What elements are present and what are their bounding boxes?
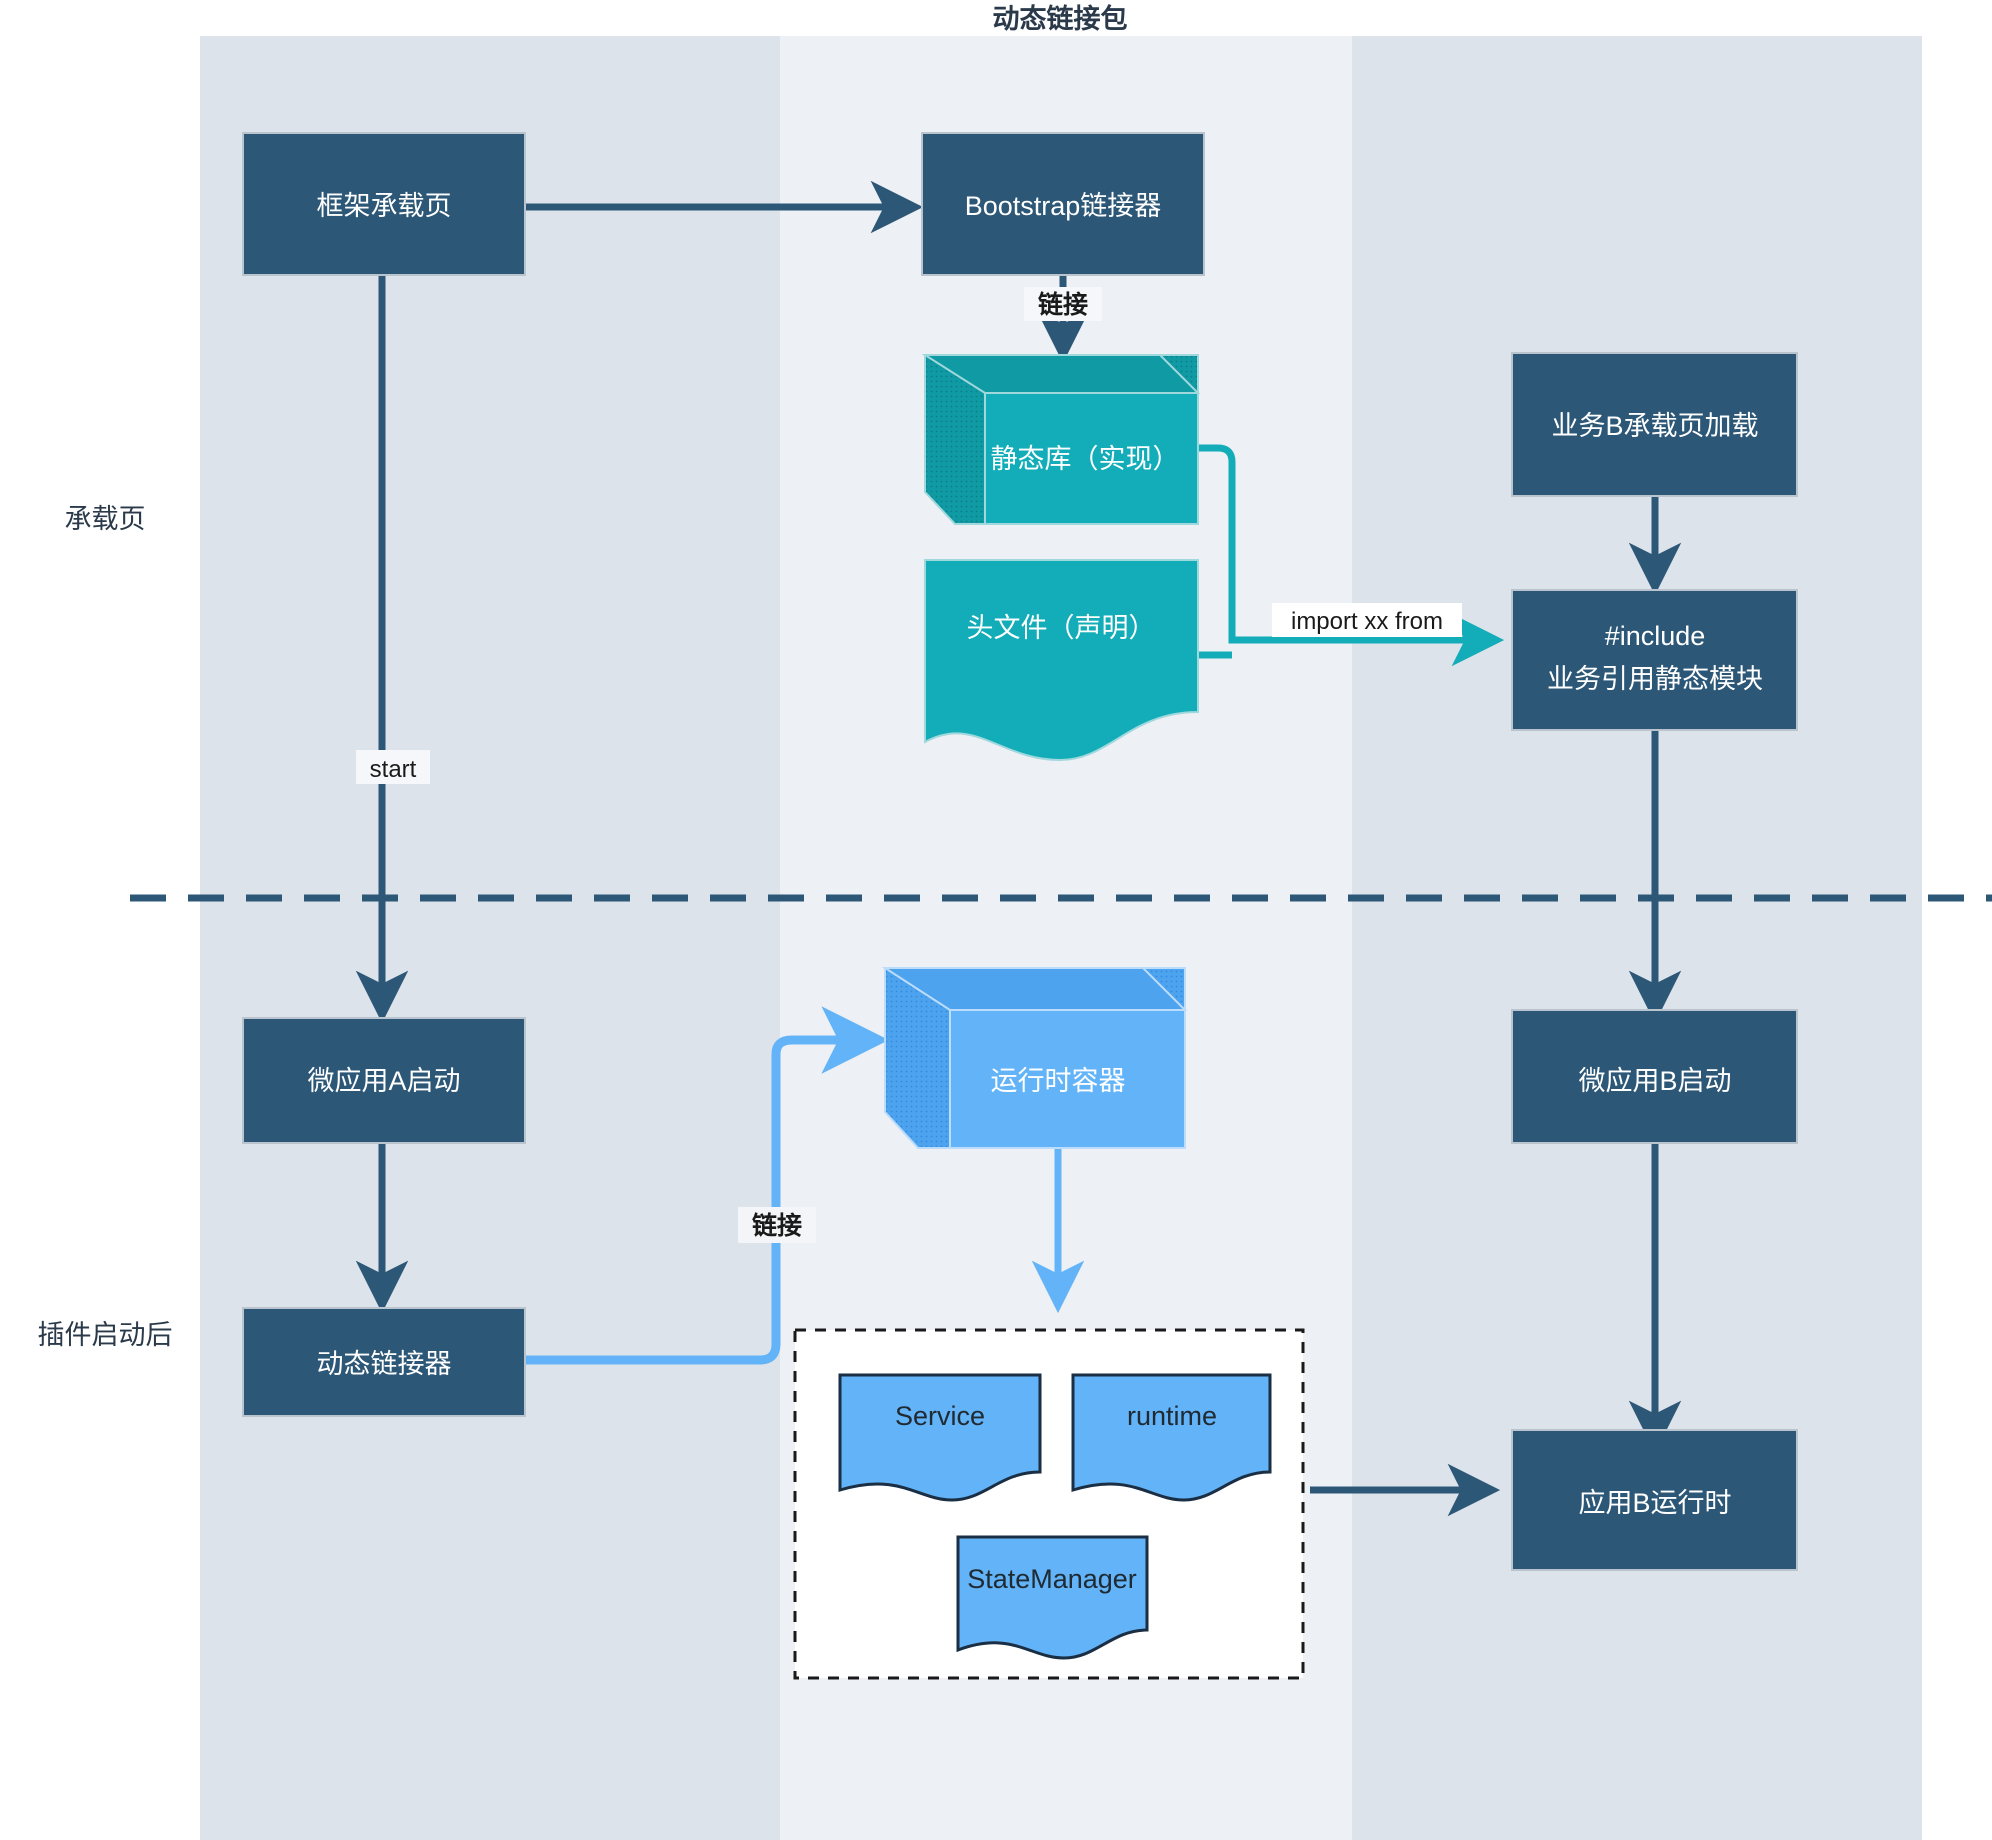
edge-label-import-from: import xx from [1272, 603, 1462, 637]
edge-label-link-top-text: 链接 [1038, 290, 1088, 319]
edge-label-import-from-text: import xx from [1291, 608, 1443, 635]
node-runtime-container-label: 运行时容器 [991, 1066, 1126, 1096]
diagram-title: 动态链接包 [993, 3, 1128, 34]
node-service-doc-shape[interactable] [838, 1373, 1042, 1502]
node-framework-host-page-box[interactable] [242, 132, 526, 276]
node-runtime-doc[interactable]: runtime [1071, 1373, 1272, 1502]
node-microapp-b-start[interactable]: 微应用B启动 [1511, 1009, 1798, 1144]
node-business-b-load[interactable]: 业务B承载页加载 [1511, 352, 1798, 497]
node-include-static[interactable]: #include 业务引用静态模块 [1511, 589, 1798, 731]
node-business-b-load-box[interactable] [1511, 352, 1798, 497]
node-bootstrap-linker[interactable]: Bootstrap链接器 [921, 132, 1205, 276]
edge-dynlinker-to-runtime-container [523, 1006, 889, 1365]
node-framework-host-page[interactable]: 框架承载页 [242, 132, 526, 276]
node-static-library-face[interactable] [984, 392, 1199, 525]
band-left [200, 36, 780, 1840]
edge-library-to-include [1198, 444, 1505, 667]
node-runtime-container[interactable]: 运行时容器 [881, 967, 1188, 1149]
node-business-b-load-label: 业务B承载页加载 [1551, 411, 1758, 441]
node-runtime-doc-shape[interactable] [1071, 1373, 1272, 1502]
node-include-static-label-line2: 业务引用静态模块 [1547, 664, 1763, 694]
node-microapp-b-start-label: 微应用B启动 [1578, 1066, 1731, 1096]
lane-label-top: 承载页 [65, 504, 146, 534]
node-app-b-runtime-label: 应用B运行时 [1578, 1488, 1731, 1518]
node-static-library-label: 静态库（实现） [991, 444, 1180, 474]
node-dynamic-linker-box[interactable] [242, 1307, 526, 1417]
node-static-library[interactable]: 静态库（实现） [921, 354, 1201, 525]
node-runtime-container-face[interactable] [949, 1009, 1186, 1149]
node-include-static-box[interactable] [1511, 589, 1798, 731]
node-statemanager-doc[interactable]: StateManager [956, 1535, 1149, 1660]
edge-label-start-text: start [370, 756, 417, 783]
node-header-file[interactable]: 头文件（声明） [924, 559, 1199, 762]
node-microapp-b-start-box[interactable] [1511, 1009, 1798, 1144]
node-app-b-runtime-box[interactable] [1511, 1429, 1798, 1571]
lane-label-bottom: 插件启动后 [38, 1320, 173, 1350]
node-microapp-a-start-label: 微应用A启动 [307, 1066, 460, 1096]
node-header-file-shape[interactable] [924, 559, 1199, 762]
edge-label-link-bottom: 链接 [738, 1207, 816, 1243]
node-framework-host-page-label: 框架承载页 [317, 191, 452, 221]
node-microapp-a-start-box[interactable] [242, 1017, 526, 1144]
node-include-static-label-line1: #include [1605, 621, 1706, 651]
edge-label-link-top: 链接 [1024, 287, 1102, 321]
node-service-doc[interactable]: Service [838, 1373, 1042, 1502]
edge-label-link-bottom-text: 链接 [752, 1211, 802, 1240]
node-runtime-doc-label: runtime [1127, 1401, 1217, 1431]
node-dynamic-linker[interactable]: 动态链接器 [242, 1307, 526, 1417]
node-statemanager-doc-shape[interactable] [956, 1535, 1149, 1660]
node-statemanager-doc-label: StateManager [967, 1564, 1137, 1594]
edge-label-start: start [356, 750, 430, 784]
node-bootstrap-linker-box[interactable] [921, 132, 1205, 276]
module-group: Service runtime StateManager [793, 1328, 1305, 1680]
edge-labels-layer: 链接 import xx from start 链接 [356, 287, 1462, 1243]
node-bootstrap-linker-label: Bootstrap链接器 [965, 191, 1162, 221]
node-service-doc-label: Service [895, 1401, 985, 1431]
node-microapp-a-start[interactable]: 微应用A启动 [242, 1017, 526, 1144]
node-dynamic-linker-label: 动态链接器 [317, 1349, 452, 1379]
node-app-b-runtime[interactable]: 应用B运行时 [1511, 1429, 1798, 1571]
node-header-file-label: 头文件（声明） [967, 613, 1156, 643]
